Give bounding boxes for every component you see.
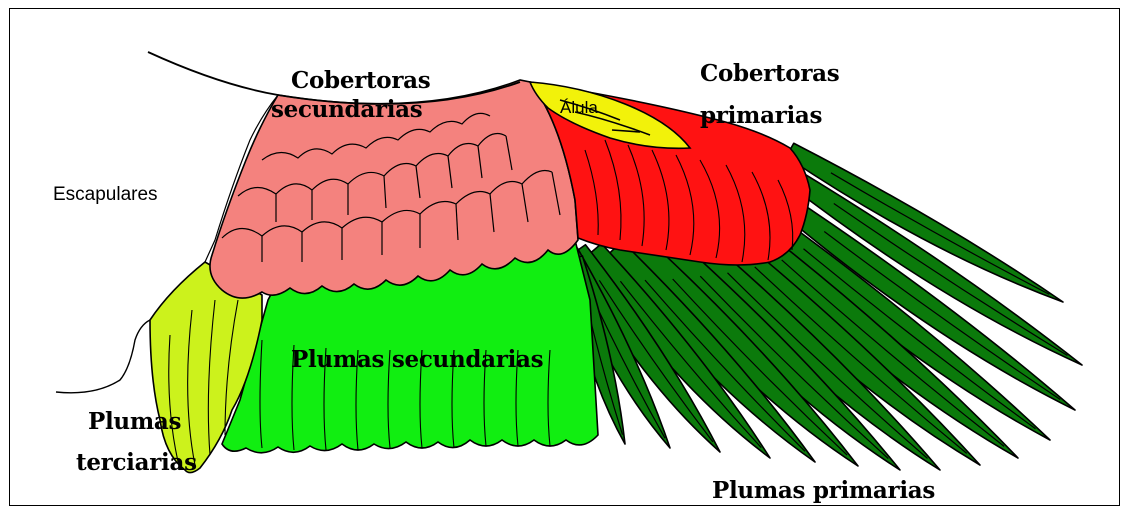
label-cobertoras-secundarias-2: secundarias [271,98,422,121]
label-alula: Álula [560,99,598,116]
label-plumas-secundarias: Plumas secundarias [291,348,543,371]
label-plumas-terciarias-1: Plumas [88,410,181,433]
label-escapulares: Escapulares [53,185,158,204]
body-outline [56,320,150,393]
label-cobertoras-secundarias-1: Cobertoras [291,69,430,92]
label-cobertoras-primarias-2: primarias [700,104,822,127]
label-cobertoras-primarias-1: Cobertoras [700,62,839,85]
label-plumas-terciarias-2: terciarias [76,451,197,474]
label-plumas-primarias: Plumas primarias [712,479,935,502]
